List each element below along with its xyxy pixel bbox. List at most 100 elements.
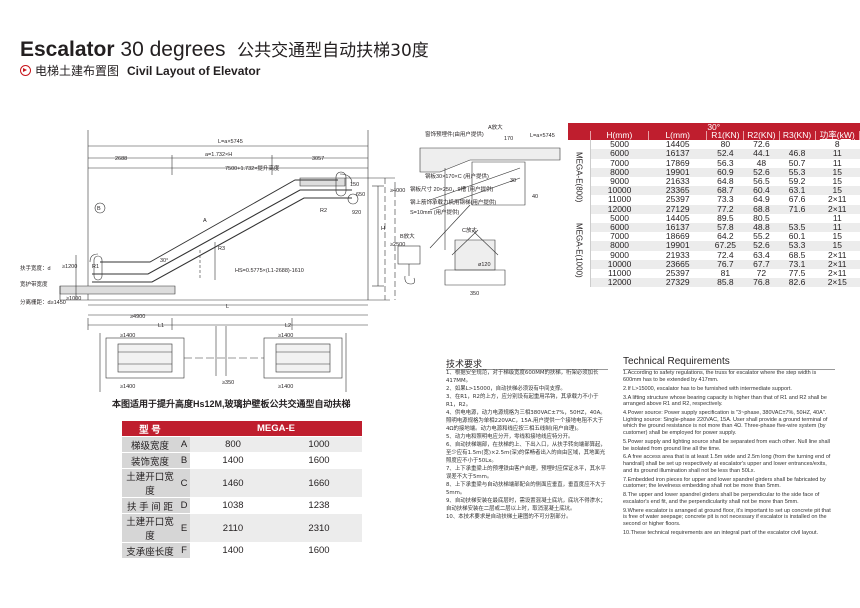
table-cell: 2×11	[815, 259, 860, 270]
dim-170: 170	[504, 136, 513, 142]
table-cell: 67.6	[788, 194, 806, 205]
table-cell: 2×15	[815, 278, 860, 288]
table-cell: 15	[832, 231, 842, 242]
table-cell: 15	[832, 176, 842, 187]
table-cell: 15	[815, 167, 860, 178]
table-cell: 64.2	[717, 231, 734, 242]
table-cell: 15	[815, 186, 860, 196]
row-value: 1400	[190, 452, 276, 469]
table-cell: 63.1	[779, 186, 816, 196]
left-label-guard: 宽护带宽度	[20, 280, 48, 288]
table-cell: 11000	[608, 268, 632, 279]
table-cell: 10000	[590, 259, 649, 270]
row-value: 2110	[190, 513, 276, 543]
note-a1: 窗饰预埋件(由用户提供)	[425, 130, 484, 138]
note-item: 6.A free access area that is at least 1.…	[623, 454, 831, 474]
table-cell: 15	[815, 241, 860, 251]
table-cell: 18669	[665, 231, 690, 242]
dim-r2: R2	[320, 208, 327, 214]
note-item: 8、上下承重梁与自动扶梯端部配合的侧面应垂直，垂直度应不大于5mm。	[446, 482, 606, 496]
table-cell: 55.3	[779, 167, 816, 178]
notes-cn-list: 1、根据安全规范，对于梯级宽度600MM的扶梯，桁架必须加长417MM。2、如果…	[446, 370, 608, 522]
table-cell: 63.4	[753, 249, 770, 260]
note-item: 2.If L>15000, escalator has to be furnis…	[623, 385, 792, 392]
table-cell: 60.9	[706, 167, 744, 178]
table-cell: 85.8	[706, 278, 744, 288]
table-cell: 76.7	[706, 259, 744, 270]
table-cell: 64.9	[753, 194, 770, 205]
table-cell: 81	[720, 268, 731, 279]
table-cell: 67.7	[743, 259, 779, 270]
table-cell: 52.4	[706, 149, 744, 159]
row-value: 1600	[276, 542, 362, 559]
row-value: 1000	[276, 436, 362, 453]
table-cell: 9000	[610, 249, 630, 260]
table-cell: 12000	[590, 204, 649, 214]
dim-4000: ≥4000	[390, 188, 405, 194]
table-cell: 25397	[665, 194, 690, 205]
header-r1: R1(KN)	[706, 130, 745, 141]
table-cell: 19901	[648, 241, 707, 251]
dim-l1: L1	[158, 323, 164, 329]
dim-920: 920	[352, 210, 361, 216]
dim-3057: 3057	[312, 156, 324, 162]
dim-a: a=1.732×H	[205, 152, 232, 158]
row-key: B	[178, 452, 190, 469]
dim-120: ø120	[478, 262, 491, 268]
note-item: 7、上下承重梁上的预埋铁由客户自理，预埋时应保证水平，其水平误差不大于5mm。	[446, 466, 606, 480]
table-row: 土建开口宽度 E 2110 2310	[122, 513, 362, 543]
header-mega-e: MEGA-E	[190, 421, 362, 437]
row-value: 1460	[190, 468, 276, 498]
table-cell: 71.6	[779, 204, 816, 214]
header-l: L(mm)	[648, 130, 708, 141]
left-label-handrail: 扶手宽度：d	[20, 264, 51, 272]
table-cell: 72	[756, 268, 767, 279]
table-cell: 72.6	[753, 139, 770, 150]
table-row: 土建开口宽度 C 1460 1660	[122, 468, 362, 498]
mark-b: B	[97, 206, 101, 212]
table-row: 支承座长度 F 1400 1600	[122, 542, 362, 559]
table-cell: 2×11	[815, 204, 860, 214]
row-value: 1660	[276, 468, 362, 498]
subtitle-english: Civil Layout of Elevator	[127, 63, 261, 78]
table-cell: 16137	[648, 149, 707, 159]
note-item: 8.The upper and lower spandrel girders s…	[623, 492, 820, 505]
table-cell: 44.1	[743, 149, 779, 159]
dim-350: ≥350	[222, 380, 234, 386]
note-item: 4、供电电源，动力电源规格为三相380VAC±7%，50HZ，40A。照明电源规…	[446, 410, 606, 432]
dim-4900: ≥4900	[130, 314, 145, 320]
table-cell: 12000	[590, 278, 649, 288]
table-cell: 76.8	[743, 278, 779, 288]
dim-total-length: L=a×5745	[218, 139, 243, 145]
dim-2688: 2688	[115, 156, 127, 162]
table-cell: 72.4	[717, 249, 734, 260]
title-degrees: 30 degrees	[114, 38, 226, 61]
table-cell: 68.5	[788, 249, 806, 260]
subtitle-chinese: 电梯土建布置图	[35, 64, 120, 78]
row-value: 1600	[276, 452, 362, 469]
table-cell: 9000	[610, 176, 630, 187]
table-cell: 89.5	[717, 212, 734, 223]
table-cell: 17869	[665, 157, 690, 168]
mark-a: A	[203, 218, 207, 224]
note-item: 6、自动扶梯端部，在扶梯的上、下出入口，从扶手转向端部算起，至少应有1.5m(宽…	[446, 442, 606, 464]
table-cell: 48	[756, 157, 767, 168]
table-cell: 2×11	[828, 268, 847, 279]
dim-2500: ≥2500	[390, 242, 405, 248]
table-cell: 27129	[648, 204, 707, 214]
note-item: 5.Power supply and lighting source shall…	[623, 438, 830, 452]
table-cell: 48.8	[743, 222, 779, 233]
row-value: 1238	[276, 497, 362, 514]
group-label: MEGA-E(800)	[568, 140, 591, 214]
notes-cn-title: 技术要求	[446, 360, 483, 370]
note-item: 1、根据安全规范，对于梯级宽度600MM的扶梯，桁架必须加长417MM。	[446, 370, 599, 384]
